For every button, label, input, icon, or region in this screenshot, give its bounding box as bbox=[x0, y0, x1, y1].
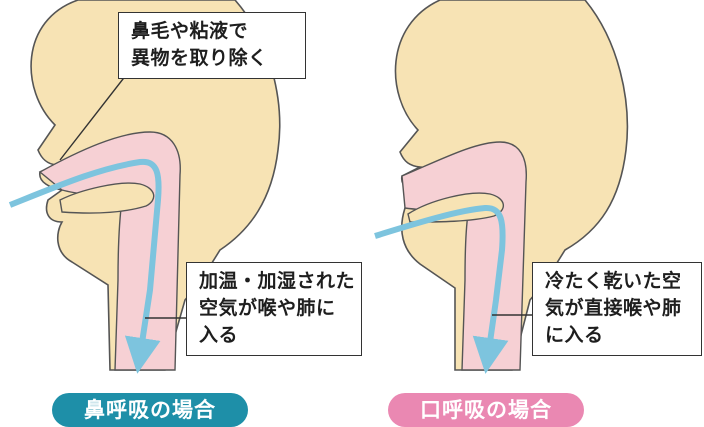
nasal-breathing-badge: 鼻呼吸の場合 bbox=[52, 393, 248, 427]
nasal-head-figure bbox=[8, 0, 281, 374]
nasal-filter-line-2: 異物を取り除く bbox=[131, 47, 268, 69]
oral-airflow-arrow bbox=[374, 205, 509, 374]
nasal-airflow-arrow bbox=[8, 158, 162, 374]
nasal-effect-line-2: 空気が喉や肺に bbox=[199, 297, 336, 319]
nasal-filter-line-1: 鼻毛や粘液で bbox=[131, 20, 249, 42]
oral-head-figure bbox=[374, 0, 629, 374]
oral-effect-line-1: 冷たく乾いた空 bbox=[545, 270, 682, 292]
nasal-callout-leader bbox=[59, 69, 131, 161]
nasal-filter-callout: 鼻毛や粘液で 異物を取り除く bbox=[118, 12, 306, 79]
oral-tongue bbox=[407, 192, 504, 223]
oral-effect-line-3: に入る bbox=[545, 324, 604, 346]
oral-breathing-badge: 口呼吸の場合 bbox=[388, 393, 584, 427]
nasal-tongue bbox=[59, 182, 155, 214]
oral-effect-line-2: 気が直接喉や肺 bbox=[545, 297, 682, 319]
nasal-effect-line-3: 入る bbox=[199, 324, 239, 346]
nasal-effect-line-1: 加温・加湿された bbox=[199, 270, 356, 292]
oral-effect-callout: 冷たく乾いた空 気が直接喉や肺 に入る bbox=[532, 262, 702, 356]
nasal-effect-callout: 加温・加湿された 空気が喉や肺に 入る bbox=[186, 262, 362, 356]
